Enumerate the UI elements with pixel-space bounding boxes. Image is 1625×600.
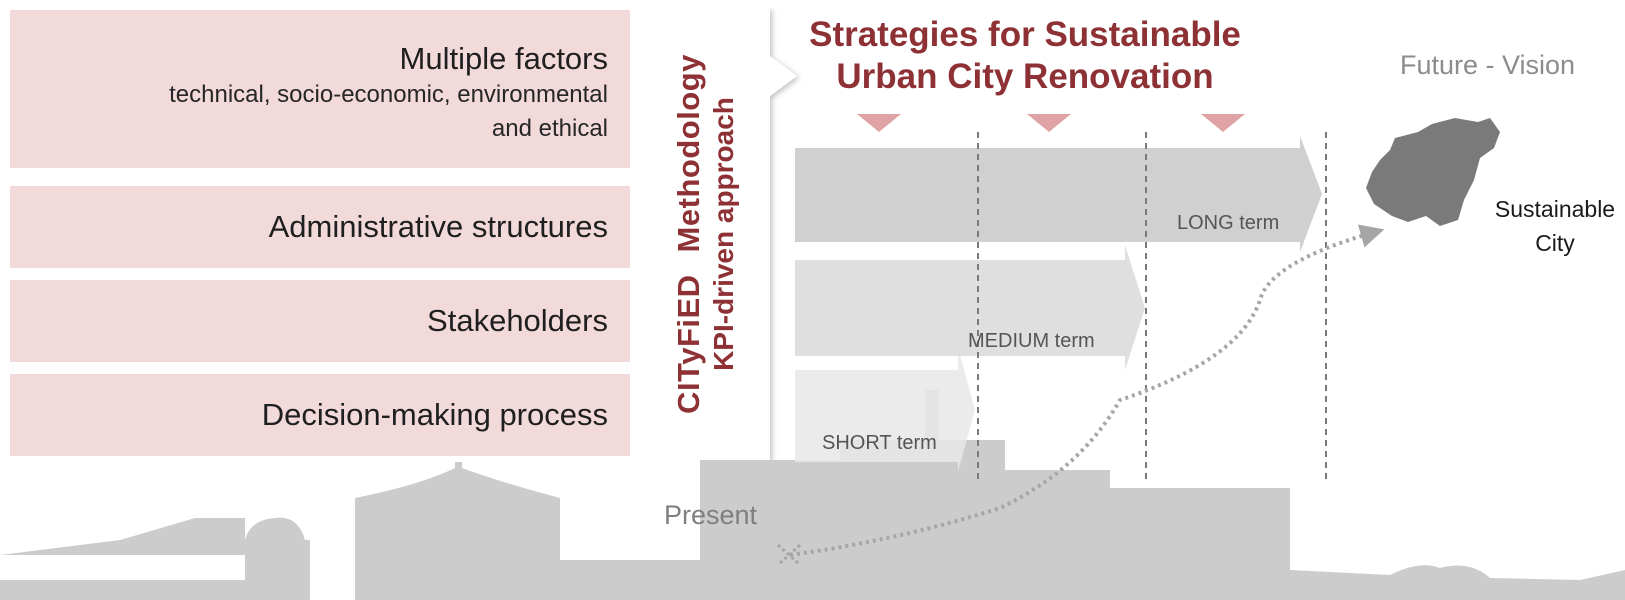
trajectory-path <box>789 224 1385 557</box>
present-start-marker <box>776 543 802 567</box>
sustainable-city-line1: Sustainable <box>1494 196 1616 222</box>
medium-term-arrow <box>795 245 1145 370</box>
methodology-text: CITyFiED Methodology KPI-driven approach <box>671 14 741 454</box>
methodology-word: Methodology <box>671 54 706 253</box>
factor-multiple-factors: Multiple factors technical, socio-econom… <box>10 10 630 168</box>
factor-subtitle-line1: technical, socio-economic, environmental <box>169 81 608 108</box>
factor-title: Stakeholders <box>427 303 608 338</box>
factor-subtitle-line2: and ethical <box>491 115 608 142</box>
methodology-brand: CITyFiED <box>671 274 706 414</box>
city-map-icon <box>1366 118 1500 226</box>
factor-administrative-structures: Administrative structures <box>10 186 630 268</box>
strategy-marker-short <box>857 114 901 132</box>
future-vision-label: Future - Vision <box>1400 50 1576 80</box>
short-term-label: SHORT term <box>822 432 937 454</box>
medium-term-label: MEDIUM term <box>968 330 1095 352</box>
factor-decision-making: Decision-making process <box>10 374 630 456</box>
factor-title: Multiple factors <box>399 41 608 76</box>
sustainable-city-label: Sustainable City <box>1480 192 1625 260</box>
long-term-label: LONG term <box>1177 212 1280 234</box>
factor-title: Decision-making process <box>261 397 608 432</box>
present-label: Present <box>664 500 758 530</box>
sustainable-city-line2: City <box>1535 230 1575 256</box>
short-term-arrow <box>795 348 975 472</box>
strategy-title-line1: Strategies for Sustainable <box>809 15 1241 54</box>
methodology-banner-shape <box>662 8 797 460</box>
factor-stakeholders: Stakeholders <box>10 280 630 362</box>
factor-title: Administrative structures <box>268 209 608 244</box>
methodology-approach: KPI-driven approach <box>708 97 739 371</box>
methodology-banner: CITyFiED Methodology KPI-driven approach <box>662 8 812 460</box>
long-term-arrow <box>795 136 1322 252</box>
strategy-marker-long <box>1201 114 1245 132</box>
strategy-marker-medium <box>1027 114 1071 132</box>
strategy-title: Strategies for Sustainable Urban City Re… <box>800 14 1250 98</box>
strategy-title-line2: Urban City Renovation <box>836 57 1214 96</box>
